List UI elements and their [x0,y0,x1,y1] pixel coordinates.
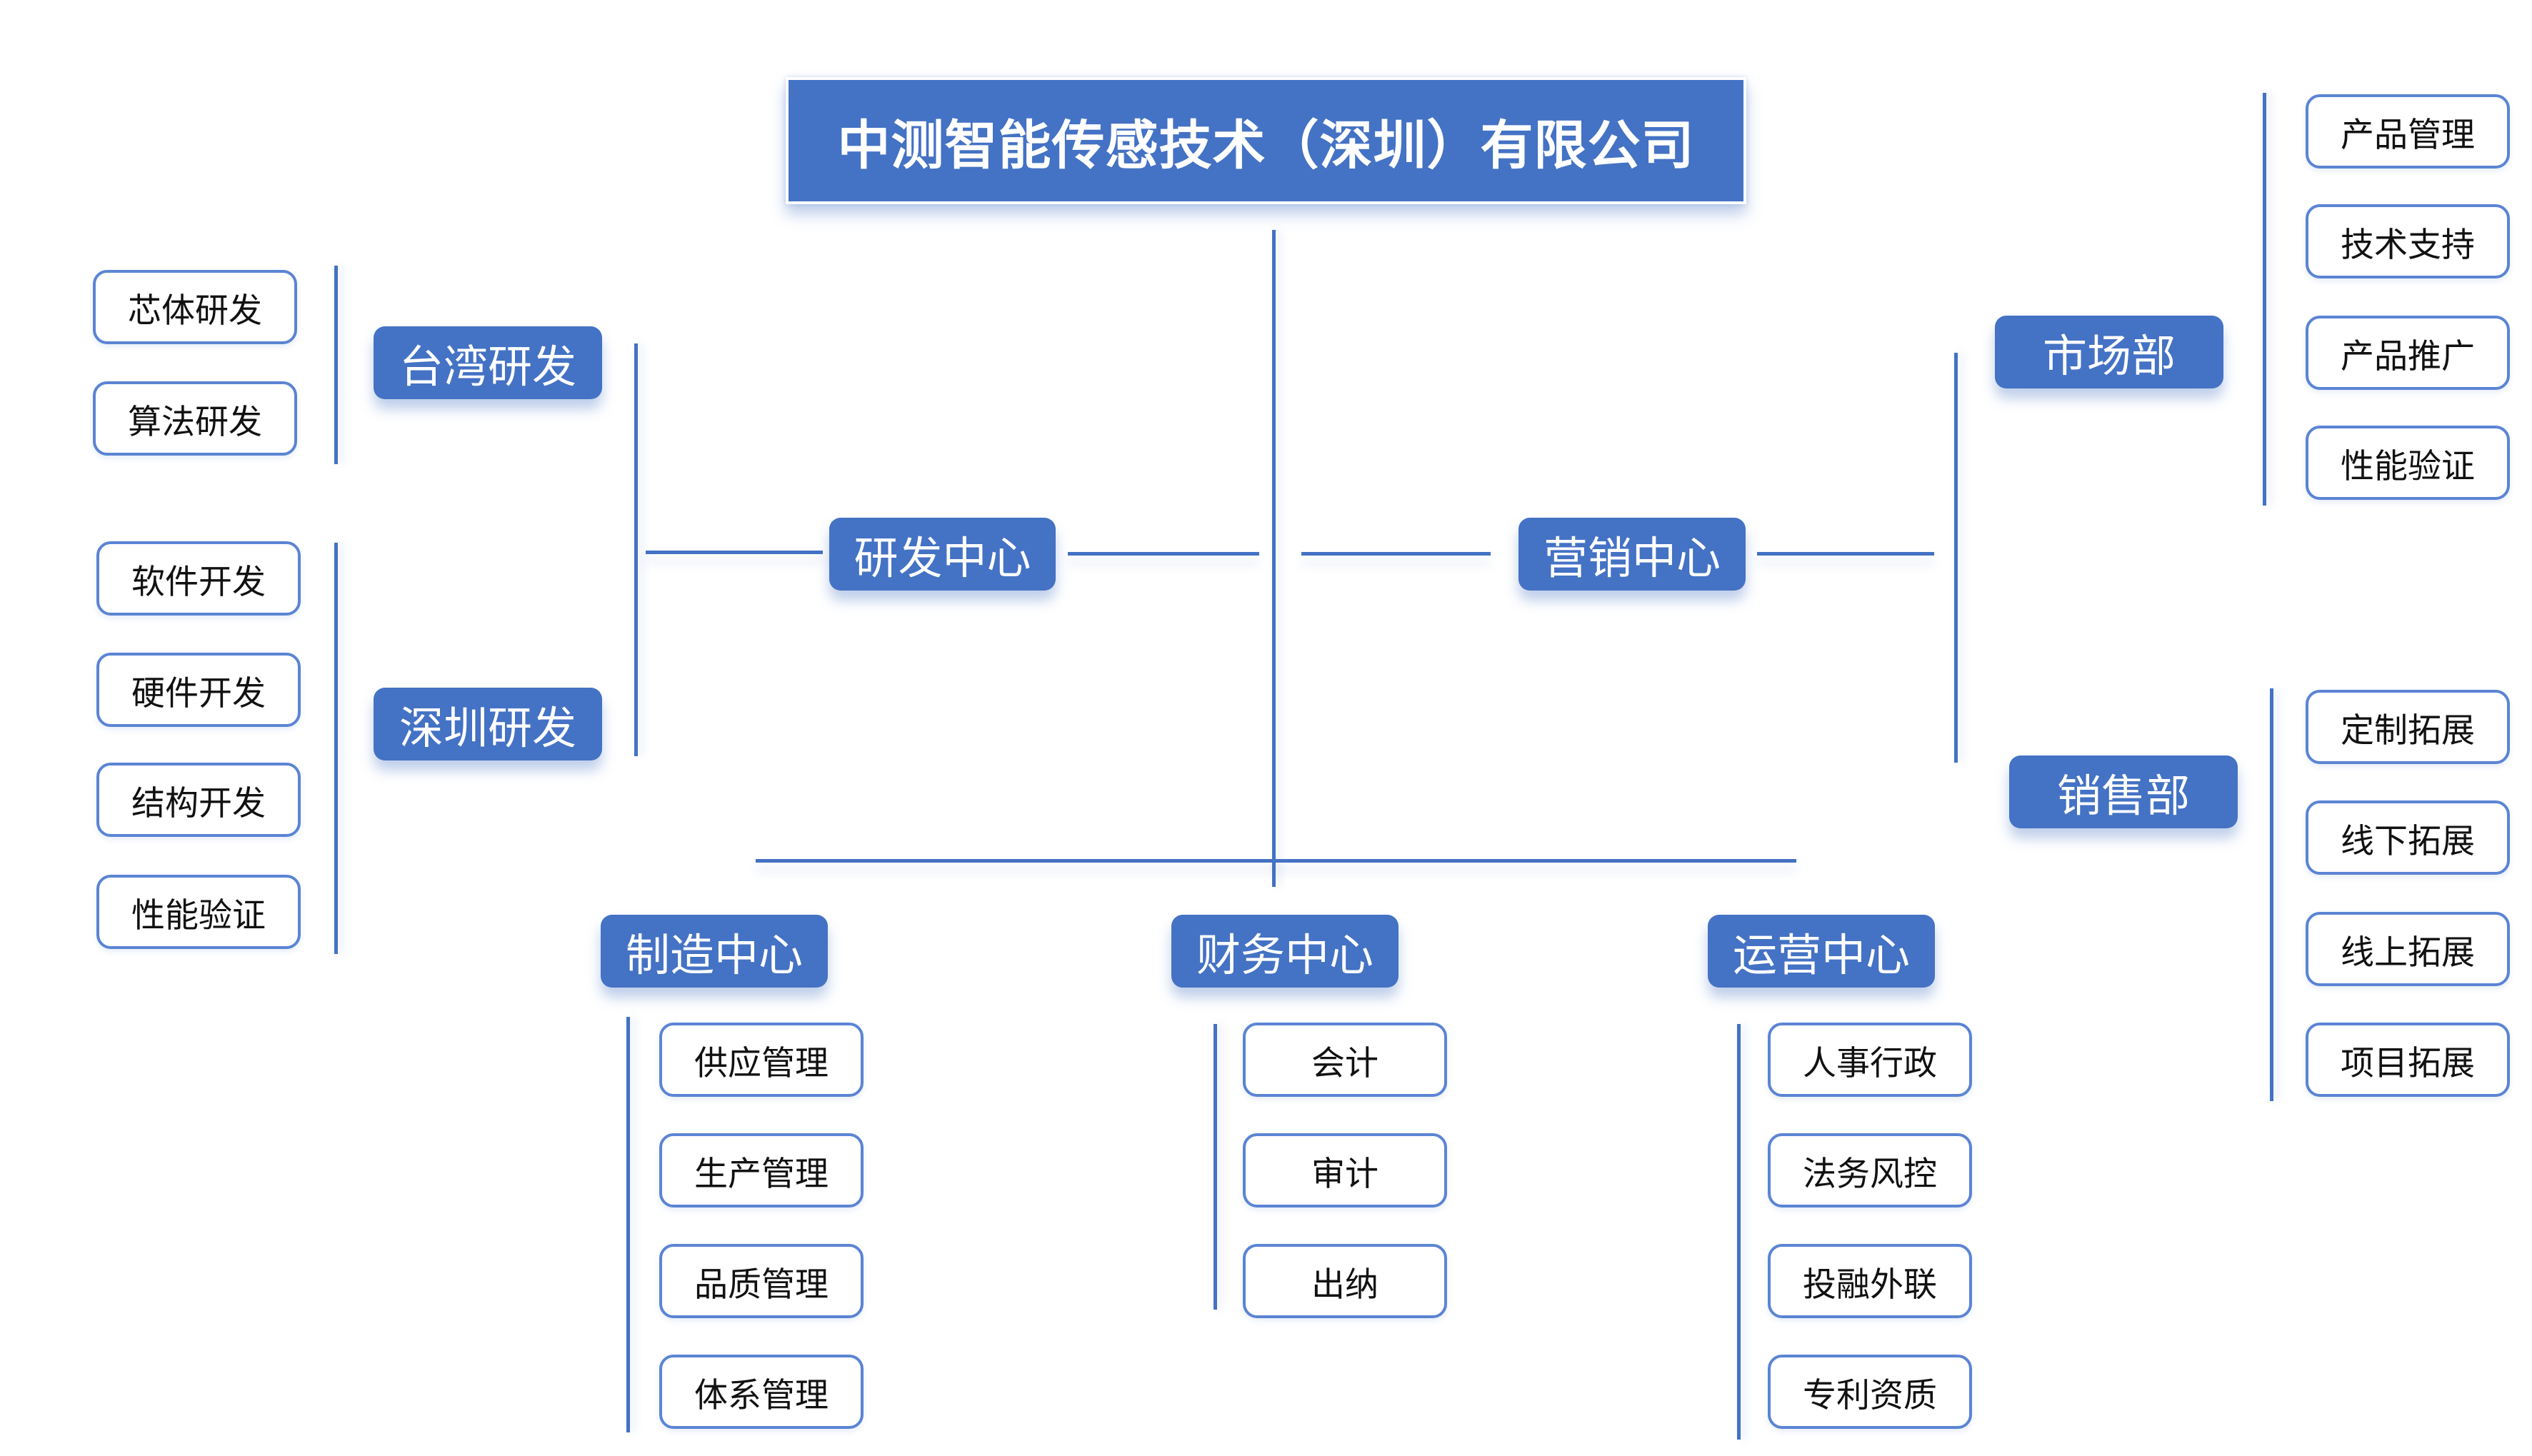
trunk-line [1272,230,1276,887]
finance-items-line [1214,1024,1217,1310]
leaf-software-dev[interactable]: 软件开发 [96,541,301,616]
rd-center-node[interactable]: 研发中心 [829,518,1056,591]
finance-center-node[interactable]: 财务中心 [1171,915,1398,988]
leaf-project-expansion[interactable]: 项目拓展 [2306,1023,2510,1097]
operations-items-line [1737,1024,1741,1440]
sales-dept-node[interactable]: 销售部 [2009,755,2238,828]
manufacturing-center-node[interactable]: 制造中心 [601,915,828,988]
trunk-to-marketing-line [1301,552,1491,556]
rd-to-trunk-line [1068,552,1259,556]
leaf-quality-mgmt[interactable]: 品质管理 [659,1244,864,1318]
leaf-performance-verify-mkt[interactable]: 性能验证 [2306,426,2510,500]
leaf-chip-rd[interactable]: 芯体研发 [93,270,297,344]
manufacturing-items-line [626,1017,630,1432]
leaf-legal-risk[interactable]: 法务风控 [1768,1133,1972,1208]
taiwan-rd-node[interactable]: 台湾研发 [374,326,602,399]
leaf-supply-mgmt[interactable]: 供应管理 [659,1023,864,1097]
rd-groups-line [634,343,638,756]
marketing-center-node[interactable]: 营销中心 [1518,518,1746,591]
leaf-cashier[interactable]: 出纳 [1243,1244,1447,1318]
leaf-structure-dev[interactable]: 结构开发 [96,763,301,837]
leaf-investment-relations[interactable]: 投融外联 [1768,1244,1972,1318]
leaf-offline-expansion[interactable]: 线下拓展 [2306,800,2510,875]
leaf-system-mgmt[interactable]: 体系管理 [659,1355,864,1429]
company-title: 中测智能传感技术（深圳）有限公司 [786,77,1746,204]
leaf-online-expansion[interactable]: 线上拓展 [2306,912,2510,986]
leaf-product-promotion[interactable]: 产品推广 [2306,316,2510,390]
sales-items-line [2270,688,2273,1101]
market-dept-node[interactable]: 市场部 [1995,316,2223,388]
leaf-accounting[interactable]: 会计 [1243,1023,1447,1097]
leaf-algorithm-rd[interactable]: 算法研发 [93,381,297,456]
leaf-production-mgmt[interactable]: 生产管理 [659,1133,864,1208]
shenzhen-rd-node[interactable]: 深圳研发 [374,688,602,760]
leaf-patent-qualification[interactable]: 专利资质 [1768,1355,1972,1429]
marketing-groups-line [1954,353,1958,763]
marketing-right-line [1757,552,1934,556]
leaf-hr-admin[interactable]: 人事行政 [1768,1023,1972,1097]
shenzhen-items-line [334,543,338,954]
leaf-product-mgmt[interactable]: 产品管理 [2306,94,2510,169]
bottom-branch-line [756,859,1796,863]
leaf-performance-verify-rd[interactable]: 性能验证 [96,875,301,949]
leaf-audit[interactable]: 审计 [1243,1133,1447,1208]
leaf-tech-support[interactable]: 技术支持 [2306,204,2510,278]
market-items-line [2263,93,2266,506]
leaf-hardware-dev[interactable]: 硬件开发 [96,653,301,727]
operations-center-node[interactable]: 运营中心 [1708,915,1935,988]
leaf-custom-expansion[interactable]: 定制拓展 [2306,690,2510,764]
taiwan-items-line [334,266,338,464]
rd-left-line [646,551,823,554]
